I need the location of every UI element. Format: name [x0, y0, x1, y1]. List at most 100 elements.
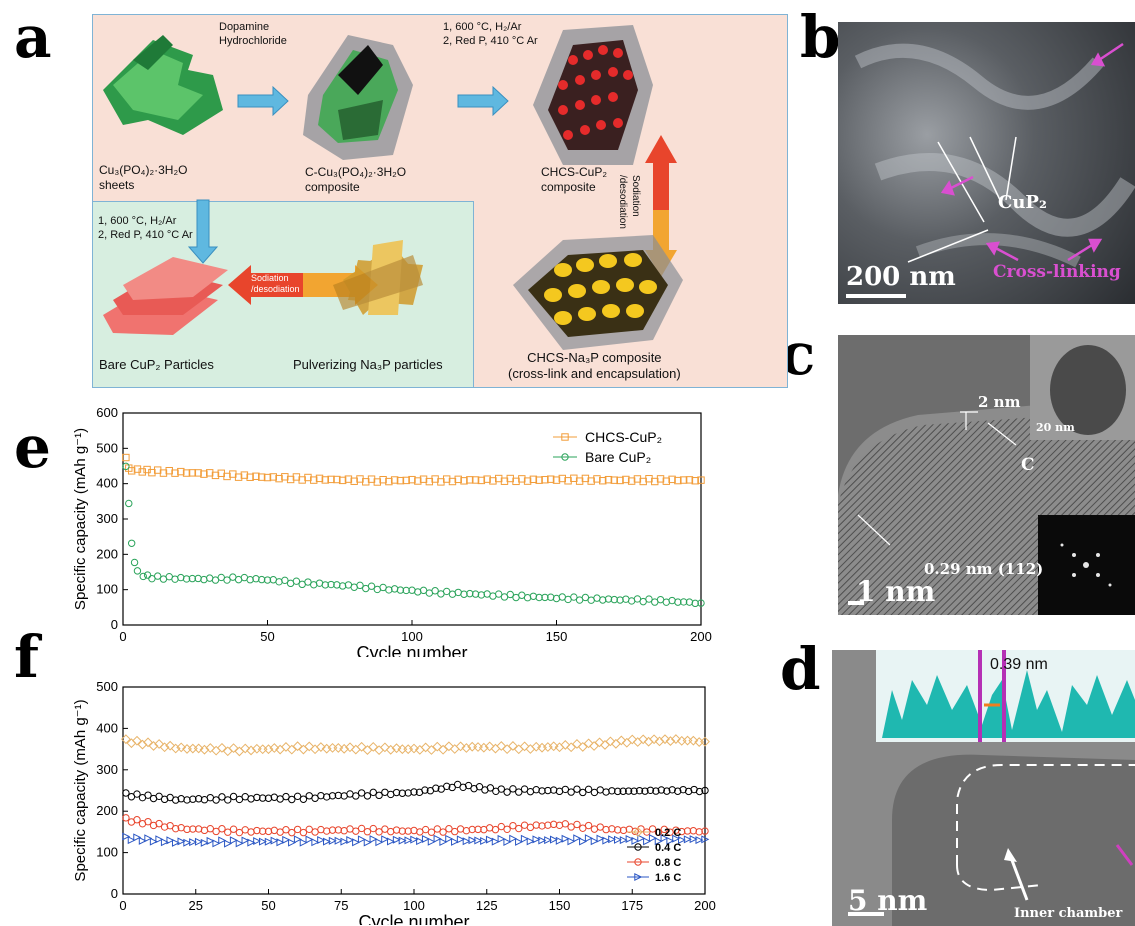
data-point — [695, 787, 704, 796]
data-point — [363, 828, 372, 836]
y-tick-label: 100 — [96, 582, 118, 597]
data-point — [391, 743, 402, 754]
data-point — [304, 578, 312, 586]
data-point — [654, 837, 663, 846]
data-point — [455, 741, 466, 752]
data-point — [398, 836, 407, 845]
data-point — [497, 834, 506, 843]
data-point — [223, 576, 231, 584]
tem-drawing — [848, 650, 1135, 926]
data-point — [234, 746, 245, 757]
data-point — [390, 476, 399, 484]
data-point — [396, 586, 405, 594]
data-point — [610, 738, 621, 749]
data-point — [194, 837, 203, 846]
data-point — [596, 834, 605, 843]
data-point — [638, 734, 649, 745]
data-point — [170, 743, 181, 754]
tem-scale-label: 5 nm — [848, 884, 928, 917]
hrtem-image: 2 nm C 0.29 nm (112) 20 nm 1 nm — [838, 335, 1135, 615]
data-point — [263, 744, 274, 755]
data-point — [432, 741, 443, 752]
data-point — [627, 734, 638, 745]
data-point — [421, 825, 430, 834]
bare-cup2-particles — [103, 257, 228, 335]
data-point — [579, 824, 587, 832]
data-point — [339, 743, 350, 754]
data-point — [379, 742, 390, 753]
data-point — [462, 837, 471, 846]
data-point — [485, 835, 494, 844]
data-point — [627, 477, 636, 485]
data-point — [327, 580, 335, 589]
data-point — [404, 827, 412, 835]
data-point — [122, 789, 130, 797]
data-point — [200, 838, 209, 847]
data-point — [392, 835, 401, 844]
data-point — [515, 824, 523, 833]
data-point — [281, 473, 289, 481]
data-point — [594, 737, 605, 748]
data-point — [489, 477, 497, 485]
data-point — [477, 591, 486, 599]
data-point — [235, 795, 244, 804]
data-point — [253, 826, 261, 835]
data-point — [125, 499, 133, 508]
data-point — [144, 834, 153, 843]
legend-marker — [561, 433, 569, 441]
data-point — [206, 825, 215, 833]
data-point — [293, 835, 302, 844]
data-point — [410, 835, 419, 844]
schematic-drawing — [103, 25, 683, 350]
data-point — [552, 476, 561, 484]
data-point — [363, 792, 372, 800]
chcs-na3p-label: CHCS-Na₃P composite (cross-link and enca… — [508, 350, 681, 382]
data-point — [253, 837, 262, 846]
data-point — [614, 835, 623, 844]
data-point — [410, 788, 418, 796]
data-point — [496, 741, 507, 751]
y-tick-label: 200 — [96, 803, 118, 818]
data-point — [561, 834, 570, 843]
data-point — [509, 834, 518, 843]
data-point — [654, 736, 665, 747]
data-point — [187, 743, 198, 754]
data-point — [409, 743, 419, 754]
data-point — [652, 787, 660, 795]
data-point — [288, 838, 297, 847]
data-point — [286, 744, 297, 755]
data-point — [433, 834, 442, 843]
data-point — [183, 796, 191, 804]
legend-marker — [561, 453, 569, 461]
data-point — [188, 469, 197, 477]
data-point — [558, 474, 566, 483]
data-point — [299, 828, 308, 837]
data-point — [645, 595, 653, 603]
data-point — [323, 793, 331, 801]
data-point — [589, 741, 599, 751]
data-point — [520, 834, 529, 843]
data-point — [483, 475, 491, 483]
data-point — [506, 590, 514, 599]
data-point — [538, 836, 547, 845]
data-point — [445, 825, 453, 833]
data-point — [625, 834, 634, 843]
data-point — [421, 834, 430, 844]
data-point — [654, 828, 663, 837]
series-chcs-cup- — [122, 453, 705, 486]
data-point — [573, 820, 581, 829]
data-point — [421, 786, 429, 794]
data-point — [160, 838, 169, 847]
data-point — [560, 740, 571, 750]
data-point — [315, 474, 324, 483]
data-point — [604, 475, 613, 484]
data-point — [518, 475, 526, 483]
x-tick-label: 100 — [401, 629, 423, 644]
data-point — [217, 742, 227, 753]
data-point — [697, 476, 705, 484]
data-point — [160, 823, 169, 831]
data-point — [579, 788, 587, 797]
x-tick-label: 150 — [549, 898, 571, 913]
data-point — [449, 744, 460, 754]
data-point — [165, 740, 176, 751]
